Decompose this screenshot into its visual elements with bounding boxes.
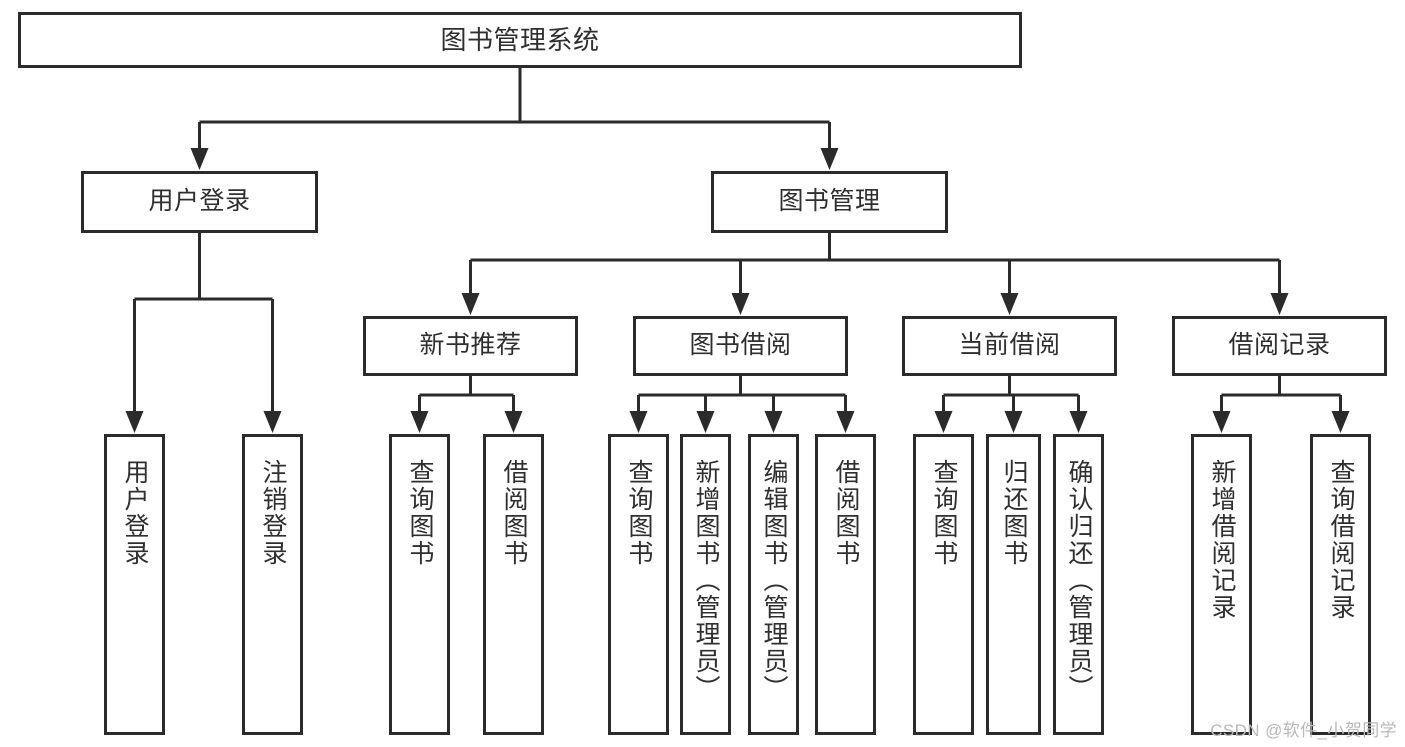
arrowhead-icon-current-borrow: [1000, 293, 1019, 315]
arrowhead-icon-leaf-edit-book: [764, 411, 783, 433]
node-label: 借阅图书: [500, 459, 528, 567]
node-leaf-add-record[interactable]: 新增借阅记录: [1191, 434, 1252, 735]
node-leaf-query-book-2[interactable]: 查询图书: [608, 434, 669, 735]
node-user-login[interactable]: 用户登录: [81, 171, 318, 233]
arrowhead-icon-user-login: [190, 148, 209, 170]
edge-group-user-login: [125, 233, 282, 433]
node-root[interactable]: 图书管理系统: [18, 12, 1022, 68]
edge-group-borrow-record: [1212, 376, 1350, 433]
node-label: 归还图书: [1000, 459, 1028, 567]
node-label: 查询借阅记录: [1327, 459, 1355, 621]
node-leaf-borrow-book-1[interactable]: 借阅图书: [483, 434, 544, 735]
node-new-book-rec[interactable]: 新书推荐: [363, 316, 578, 376]
node-leaf-edit-book[interactable]: 编辑图书（管理员）: [748, 434, 799, 735]
node-label: 新增借阅记录: [1208, 459, 1236, 621]
node-book-manage[interactable]: 图书管理: [711, 171, 948, 233]
node-leaf-query-book-3[interactable]: 查询图书: [913, 434, 974, 735]
arrowhead-icon-leaf-query-book-3: [934, 411, 953, 433]
arrowhead-icon-book-manage: [820, 148, 839, 170]
node-label: 新书推荐: [419, 331, 522, 360]
node-label: 借阅记录: [1228, 331, 1331, 360]
node-borrow-record[interactable]: 借阅记录: [1172, 316, 1387, 376]
node-label: 查询图书: [930, 459, 958, 567]
arrowhead-icon-leaf-query-book-1: [410, 411, 429, 433]
node-leaf-user-logout[interactable]: 注销登录: [242, 434, 303, 735]
node-current-borrow[interactable]: 当前借阅: [902, 316, 1117, 376]
node-leaf-query-record[interactable]: 查询借阅记录: [1310, 434, 1371, 735]
arrowhead-icon-leaf-borrow-book-1: [504, 411, 523, 433]
node-leaf-confirm-ret[interactable]: 确认归还（管理员）: [1053, 434, 1104, 735]
node-label: 查询图书: [625, 459, 653, 567]
watermark: CSDN @软件_小贺同学: [1210, 721, 1397, 740]
node-label: 查询图书: [406, 459, 434, 567]
edge-group-root: [190, 68, 839, 170]
node-leaf-add-book[interactable]: 新增图书（管理员）: [680, 434, 731, 735]
node-label: 注销登录: [259, 459, 287, 567]
node-leaf-user-login[interactable]: 用户登录: [104, 434, 165, 735]
arrowhead-icon-leaf-borrow-book-2: [836, 411, 855, 433]
node-label: 用户登录: [121, 459, 149, 567]
arrowhead-icon-new-book-rec: [461, 293, 480, 315]
arrowhead-icon-book-borrow: [731, 293, 750, 315]
arrowhead-icon-leaf-add-record: [1212, 411, 1231, 433]
node-label: 新增图书（管理员）: [692, 459, 720, 702]
node-label: 用户登录: [148, 187, 251, 216]
node-label: 借阅图书: [832, 459, 860, 567]
node-label: 图书借阅: [689, 331, 792, 360]
node-label: 编辑图书（管理员）: [760, 459, 788, 702]
edge-group-book-manage: [461, 233, 1289, 315]
edge-group-new-book-rec: [410, 376, 523, 433]
arrowhead-icon-leaf-user-login: [125, 411, 144, 433]
arrowhead-icon-leaf-query-book-2: [629, 411, 648, 433]
node-book-borrow[interactable]: 图书借阅: [633, 316, 848, 376]
edge-group-book-borrow: [629, 376, 855, 433]
node-leaf-borrow-book-2[interactable]: 借阅图书: [815, 434, 876, 735]
edge-group-current-borrow: [934, 376, 1088, 433]
node-label: 当前借阅: [958, 331, 1061, 360]
arrowhead-icon-leaf-add-book: [696, 411, 715, 433]
arrowhead-icon-leaf-user-logout: [263, 411, 282, 433]
arrowhead-icon-leaf-query-record: [1331, 411, 1350, 433]
node-label: 确认归还（管理员）: [1065, 459, 1093, 702]
node-label: 图书管理系统: [440, 24, 600, 55]
arrowhead-icon-borrow-record: [1270, 293, 1289, 315]
arrowhead-icon-leaf-return-book: [1004, 411, 1023, 433]
node-label: 图书管理: [778, 187, 881, 216]
arrowhead-icon-leaf-confirm-ret: [1069, 411, 1088, 433]
node-leaf-query-book-1[interactable]: 查询图书: [389, 434, 450, 735]
node-leaf-return-book[interactable]: 归还图书: [986, 434, 1041, 735]
